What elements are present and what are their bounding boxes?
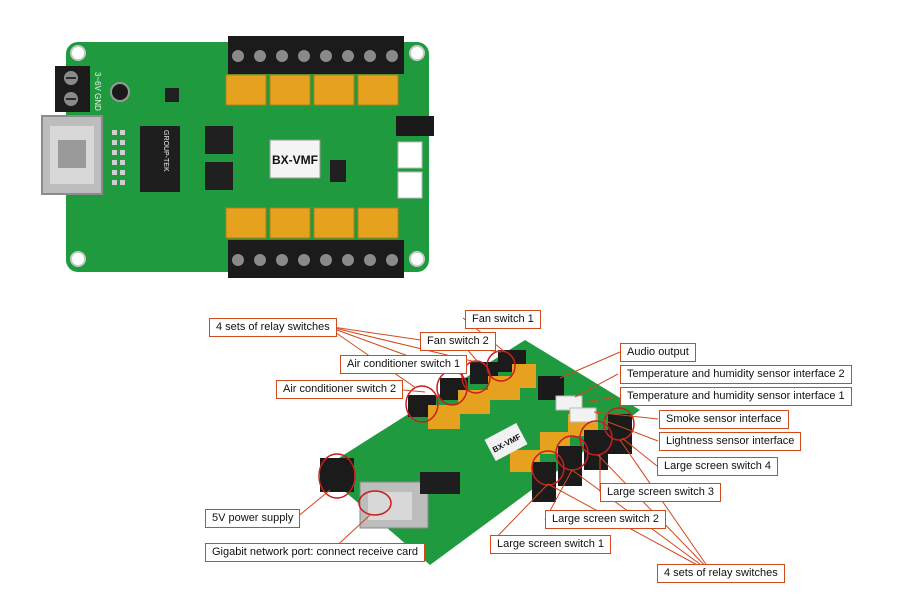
pin-header [112, 130, 125, 185]
ic-chips [165, 88, 346, 190]
svg-text:BX-VMF: BX-VMF [272, 153, 318, 167]
callout-large-screen-4: Large screen switch 4 [657, 457, 778, 476]
capacitor [110, 82, 130, 102]
model-sticker-perspective: BX-VMF [484, 422, 528, 462]
sensor-connectors [397, 141, 423, 199]
bottom-relay-terminals [228, 240, 404, 278]
callout-th-sensor-2: Temperature and humidity sensor interfac… [620, 365, 852, 384]
network-transformer: GROUP-TEK [140, 126, 180, 192]
leader-lines [295, 317, 713, 574]
chip-perspective [420, 472, 460, 494]
callout-gigabit-port: Gigabit network port: connect receive ca… [205, 543, 426, 562]
bottom-relays [225, 207, 399, 239]
model-label-sticker: BX-VMF [269, 139, 321, 179]
board-top-view: 3~6V GND GROUP-TEK [41, 36, 434, 278]
callout-ac-switch-2: Air conditioner switch 2 [276, 380, 404, 399]
callout-th-sensor-1: Temperature and humidity sensor interfac… [620, 387, 852, 406]
callout-smoke-sensor: Smoke sensor interface [659, 410, 789, 429]
audio-jack [396, 116, 434, 136]
callout-ac-switch-1: Air conditioner switch 1 [340, 355, 468, 374]
callout-relay-sets-top: 4 sets of relay switches [209, 318, 337, 337]
callout-5v-power: 5V power supply [205, 509, 301, 528]
rj45-port [41, 115, 103, 195]
callout-lightness-sensor: Lightness sensor interface [659, 432, 802, 451]
board-perspective-view: BX-VMF [318, 340, 640, 565]
ethernet-port-perspective [359, 481, 429, 529]
power-terminal-block [55, 66, 90, 112]
front-terminals [532, 414, 632, 502]
svg-text:GROUP-TEK: GROUP-TEK [162, 130, 169, 172]
callout-large-screen-3: Large screen switch 3 [600, 483, 721, 502]
callout-audio-output: Audio output [620, 343, 696, 362]
mounting-holes [70, 45, 425, 267]
top-relay-terminals [228, 36, 404, 74]
callout-fan-switch-1: Fan switch 1 [465, 310, 541, 329]
callout-large-screen-1: Large screen switch 1 [490, 535, 611, 554]
callout-relay-sets-bottom: 4 sets of relay switches [657, 564, 785, 583]
callout-fan-switch-2: Fan switch 2 [420, 332, 496, 351]
sensor-connectors-perspective [555, 395, 597, 423]
power-silkscreen-label: 3~6V GND [93, 72, 102, 111]
power-terminal-perspective [320, 458, 354, 492]
top-relays [225, 74, 399, 106]
callout-large-screen-2: Large screen switch 2 [545, 510, 666, 529]
